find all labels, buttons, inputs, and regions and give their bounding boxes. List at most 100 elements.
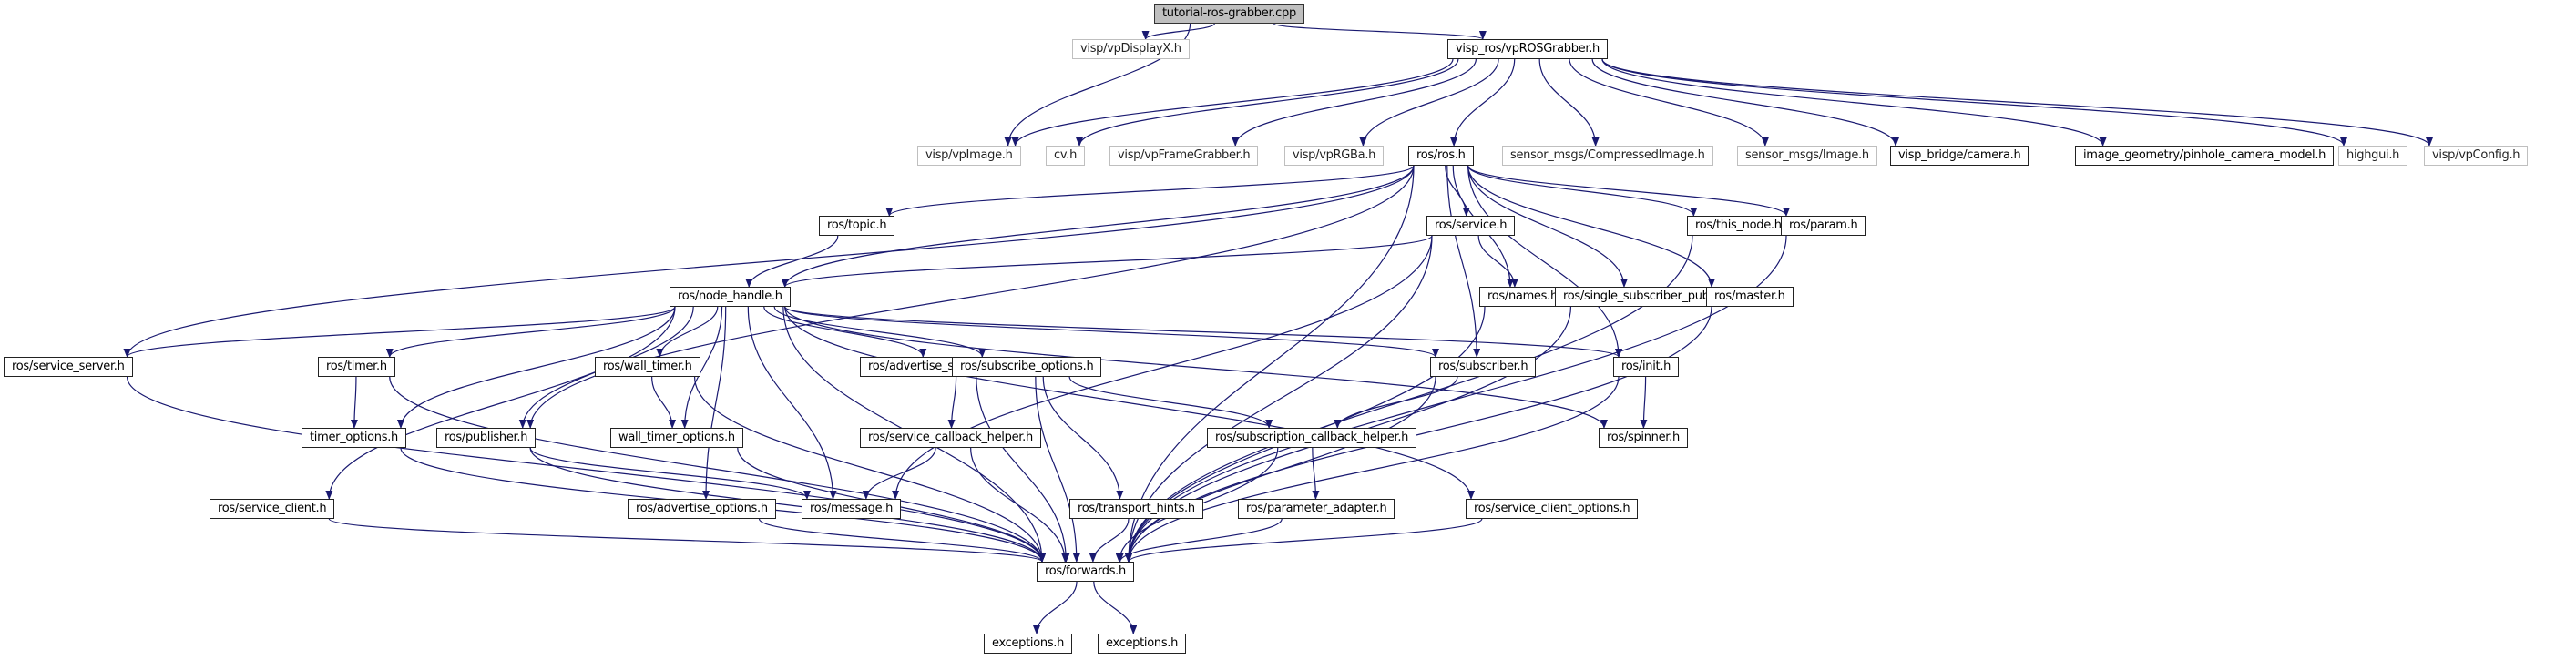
edge-node_handle-to-adv_opts bbox=[702, 306, 727, 500]
edge-ros-to-this_node bbox=[1467, 165, 1698, 217]
node-ros-service-h[interactable]: ros/service.h bbox=[1426, 216, 1516, 236]
edge-timer-to-forwards bbox=[389, 376, 1046, 563]
edge-transport_hints-to-forwards bbox=[1089, 518, 1130, 563]
node-sensor-msgs-image-h[interactable]: sensor_msgs/Image.h bbox=[1737, 146, 1877, 166]
node-ros-subscriber-h[interactable]: ros/subscriber.h bbox=[1430, 357, 1537, 377]
node-ros-publisher-h[interactable]: ros/publisher.h bbox=[436, 428, 537, 448]
node-ros-service-client-options-h[interactable]: ros/service_client_options.h bbox=[1466, 499, 1639, 519]
edge-init-to-forwards bbox=[1125, 376, 1620, 563]
edge-service_client-to-forwards bbox=[328, 518, 1046, 563]
edge-node_handle-to-service_client bbox=[325, 306, 676, 500]
edge-ros-to-forwards bbox=[1124, 165, 1415, 563]
node-ros-transport-hints-h[interactable]: ros/transport_hints.h bbox=[1069, 499, 1203, 519]
node-ros-service-server-h[interactable]: ros/service_server.h bbox=[4, 357, 133, 377]
edge-srv_client_opts-to-forwards bbox=[1125, 518, 1483, 563]
edge-adv_srv_opts-to-forwards bbox=[976, 376, 1070, 563]
edge-ros-to-param bbox=[1467, 165, 1790, 217]
edge-root-to-vpDisplayX bbox=[1141, 23, 1215, 40]
edge-vpROSGrabber-to-ros bbox=[1450, 58, 1516, 147]
node-highgui-h[interactable]: highgui.h bbox=[2338, 146, 2408, 166]
edge-forwards-to-exceptions1 bbox=[1033, 581, 1078, 634]
node-ros-subscription-callback-helper-h[interactable]: ros/subscription_callback_helper.h bbox=[1207, 428, 1417, 448]
node-timer-options-h[interactable]: timer_options.h bbox=[302, 428, 406, 448]
edge-subscriber-to-forwards bbox=[1124, 376, 1436, 563]
node-image-geometry-pinhole-camera-model-h[interactable]: image_geometry/pinhole_camera_model.h bbox=[2075, 146, 2335, 166]
edge-vpROSGrabber-to-vpConfig bbox=[1601, 58, 2433, 147]
edge-vpROSGrabber-to-vpFrameGrabber bbox=[1232, 58, 1477, 147]
edge-adv_opts-to-forwards bbox=[758, 518, 1046, 563]
edge-node_handle-to-service_server bbox=[123, 306, 676, 358]
edge-topic-to-node_handle bbox=[745, 235, 839, 288]
edge-sub_opts-to-transport_hints bbox=[1042, 376, 1124, 500]
node-cv-h[interactable]: cv.h bbox=[1046, 146, 1086, 166]
node-ros-wall-timer-h[interactable]: ros/wall_timer.h bbox=[595, 357, 700, 377]
edge-adv_srv_opts-to-srv_cb_helper bbox=[947, 376, 957, 429]
edge-ros-to-subscriber bbox=[1446, 165, 1481, 358]
edge-sub_cb_helper-to-param_adapter bbox=[1312, 447, 1320, 500]
edge-ros-to-topic bbox=[885, 165, 1415, 217]
node-ros-service-client-h[interactable]: ros/service_client.h bbox=[210, 499, 335, 519]
edge-ros-to-service_server bbox=[123, 165, 1415, 358]
edge-node_handle-to-srv_client_opts bbox=[784, 306, 1475, 500]
node-ros-service-callback-helper-h[interactable]: ros/service_callback_helper.h bbox=[860, 428, 1041, 448]
edge-srv_cb_helper-to-message bbox=[862, 447, 936, 500]
node-visp-vpframegrabber-h[interactable]: visp/vpFrameGrabber.h bbox=[1109, 146, 1259, 166]
node-exceptions-h-2[interactable]: exceptions.h bbox=[1098, 634, 1187, 654]
edge-vpROSGrabber-to-Image bbox=[1569, 58, 1769, 147]
edge-root-to-vpROSGrabber bbox=[1273, 23, 1487, 40]
edge-service-to-message bbox=[892, 235, 1433, 500]
edge-vpROSGrabber-to-highgui bbox=[1601, 58, 2347, 147]
edge-ros-to-service bbox=[1445, 165, 1470, 217]
node-tutorial-ros-grabber-cpp[interactable]: tutorial-ros-grabber.cpp bbox=[1154, 4, 1304, 24]
node-ros-subscribe-options-h[interactable]: ros/subscribe_options.h bbox=[952, 357, 1102, 377]
node-visp-vprgba-h[interactable]: visp/vpRGBa.h bbox=[1284, 146, 1385, 166]
edge-publisher-to-forwards bbox=[529, 447, 1046, 563]
node-ros-ros-h[interactable]: ros/ros.h bbox=[1408, 146, 1474, 166]
node-ros-parameter-adapter-h[interactable]: ros/parameter_adapter.h bbox=[1238, 499, 1395, 519]
node-visp-vpimage-h[interactable]: visp/vpImage.h bbox=[917, 146, 1021, 166]
node-ros-forwards-h[interactable]: ros/forwards.h bbox=[1037, 562, 1134, 582]
edge-node_handle-to-init bbox=[784, 306, 1622, 358]
edge-wall_timer-to-wall_timer_options bbox=[651, 376, 677, 429]
node-sensor-msgs-compressedimage-h[interactable]: sensor_msgs/CompressedImage.h bbox=[1502, 146, 1713, 166]
node-ros-param-h[interactable]: ros/param.h bbox=[1781, 216, 1866, 236]
node-ros-master-h[interactable]: ros/master.h bbox=[1706, 287, 1794, 307]
node-ros-this-node-h[interactable]: ros/this_node.h bbox=[1687, 216, 1790, 236]
node-ros-timer-h[interactable]: ros/timer.h bbox=[318, 357, 395, 377]
node-ros-advertise-options-h[interactable]: ros/advertise_options.h bbox=[628, 499, 776, 519]
edge-node_handle-to-message bbox=[747, 306, 837, 500]
node-visp-bridge-camera-h[interactable]: visp_bridge/camera.h bbox=[1890, 146, 2029, 166]
node-visp-ros-vprosgrabber-h[interactable]: visp_ros/vpROSGrabber.h bbox=[1447, 39, 1608, 59]
node-ros-node-handle-h[interactable]: ros/node_handle.h bbox=[670, 287, 791, 307]
edge-vpROSGrabber-to-CompressedImage bbox=[1538, 58, 1600, 147]
edge-ros-to-node_handle bbox=[781, 165, 1415, 288]
node-exceptions-h[interactable]: exceptions.h bbox=[984, 634, 1073, 654]
node-visp-vpdisplayx-h[interactable]: visp/vpDisplayX.h bbox=[1072, 39, 1190, 59]
edge-node_handle-to-wall_timer_options bbox=[680, 306, 723, 429]
edge-vpROSGrabber-to-vpImage bbox=[1011, 58, 1454, 147]
edge-sub_opts-to-forwards bbox=[1035, 376, 1080, 563]
edge-sub_opts-to-sub_cb_helper bbox=[1068, 376, 1273, 429]
node-ros-init-h[interactable]: ros/init.h bbox=[1613, 357, 1680, 377]
node-wall-timer-options-h[interactable]: wall_timer_options.h bbox=[610, 428, 743, 448]
edge-ros-to-single_sub_pub bbox=[1467, 165, 1628, 288]
edge-node_handle-to-subscriber bbox=[784, 306, 1439, 358]
edge-srv_cb_helper-to-forwards bbox=[970, 447, 1069, 563]
edge-init-to-spinner bbox=[1640, 376, 1648, 429]
edge-vpROSGrabber-to-vpRGBa bbox=[1359, 58, 1499, 147]
edge-ros-to-master bbox=[1467, 165, 1715, 288]
edge-wall_timer-to-forwards bbox=[693, 376, 1046, 563]
edge-node_handle-to-spinner bbox=[784, 306, 1608, 429]
node-ros-message-h[interactable]: ros/message.h bbox=[802, 499, 902, 519]
edge-subscriber-to-sub_cb_helper bbox=[1334, 376, 1458, 429]
node-ros-names-h[interactable]: ros/names.h bbox=[1479, 287, 1566, 307]
edge-timer-to-timer_options bbox=[350, 376, 358, 429]
edge-service_server-to-forwards bbox=[126, 376, 1046, 563]
node-visp-vpconfig-h[interactable]: visp/vpConfig.h bbox=[2424, 146, 2529, 166]
edge-node_handle-to-adv_srv_opts bbox=[763, 306, 927, 358]
edge-node_handle-to-timer_options bbox=[397, 306, 676, 429]
edge-service-to-names bbox=[1477, 235, 1518, 288]
node-ros-topic-h[interactable]: ros/topic.h bbox=[819, 216, 895, 236]
node-ros-spinner-h[interactable]: ros/spinner.h bbox=[1599, 428, 1688, 448]
